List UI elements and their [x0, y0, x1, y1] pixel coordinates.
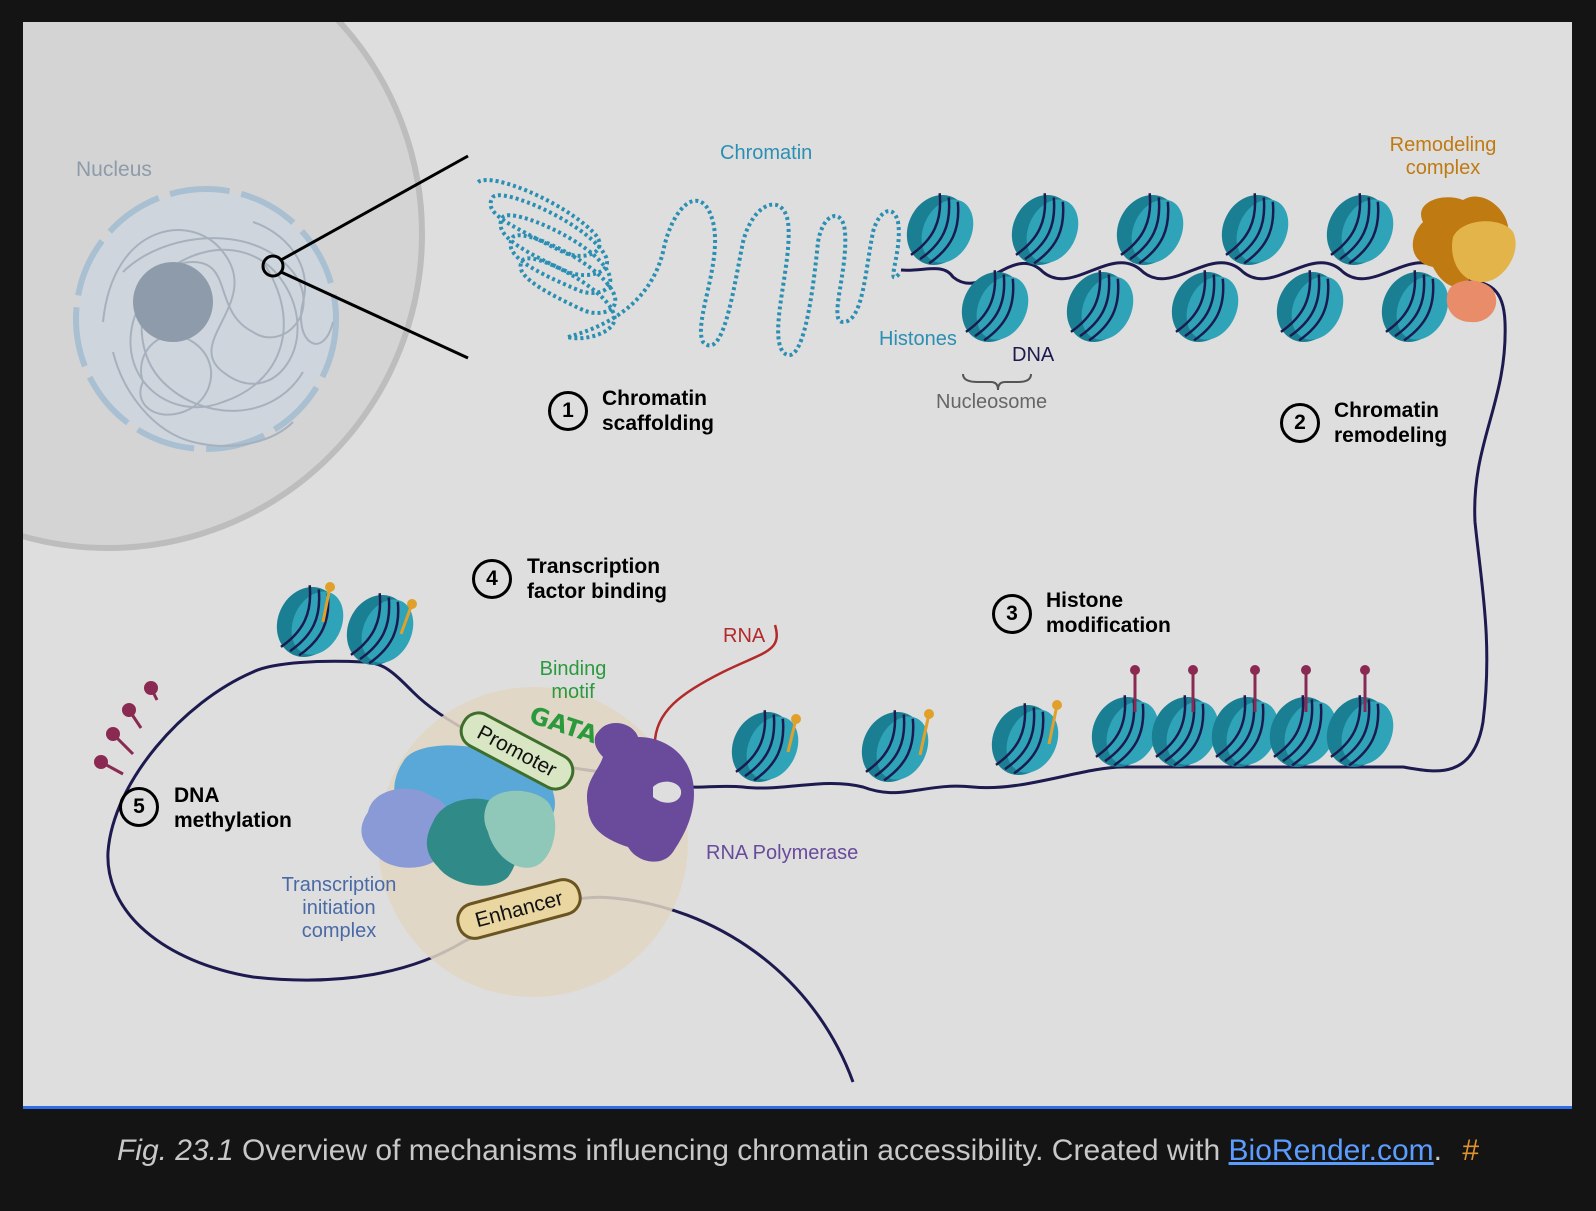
- histone-mark-head: [325, 582, 335, 592]
- chromatin-coil: [476, 178, 903, 357]
- histone-mark-head: [1130, 665, 1140, 675]
- chromatin-tangle: [102, 221, 334, 447]
- step-2-badge: 2: [1280, 403, 1320, 443]
- nucleosome: [906, 193, 974, 266]
- histone-mark-head: [122, 703, 136, 717]
- nucleosome: [961, 270, 1029, 343]
- nucleosome: [991, 703, 1059, 776]
- nucleosome: [346, 593, 414, 666]
- nucleosome: [1116, 193, 1184, 266]
- figure-canvas: GATA Nucleus Chromatin Remodeling comple…: [23, 22, 1572, 1109]
- label-rna: RNA: [723, 625, 766, 647]
- nucleosome: [276, 585, 344, 658]
- step-1-label: Chromatin scaffolding: [602, 387, 715, 435]
- nucleosome: [1276, 270, 1344, 343]
- figure-caption: Fig. 23.1 Overview of mechanisms influen…: [0, 1134, 1596, 1168]
- histone-marks-group: [94, 582, 1370, 776]
- nucleosome: [1171, 270, 1239, 343]
- histone-mark-stem: [399, 603, 414, 635]
- step-4-badge: 4: [472, 559, 512, 599]
- histone-mark-head: [94, 755, 108, 769]
- nuclear-envelope: [73, 186, 339, 452]
- label-dna: DNA: [1012, 344, 1055, 366]
- nucleosome: [1151, 695, 1219, 768]
- step-3-label: Histone modification: [1046, 589, 1171, 637]
- histone-mark-head: [1301, 665, 1311, 675]
- histone-mark-stem: [321, 586, 332, 623]
- cell: [23, 22, 469, 551]
- diagram-artwork: GATA: [23, 22, 1516, 1083]
- step-3-badge: 3: [992, 594, 1032, 634]
- step-5-badge: 5: [119, 787, 159, 827]
- histone-mark-stem: [786, 718, 798, 753]
- label-nucleosome: Nucleosome: [936, 391, 1048, 413]
- histone-mark-head: [144, 681, 158, 695]
- histone-mark-head: [407, 599, 417, 609]
- histone-mark-stem: [918, 713, 931, 756]
- zoom-line-bottom: [280, 270, 469, 360]
- histone-mark-head: [1250, 665, 1260, 675]
- zoom-origin: [261, 254, 285, 278]
- polymerase-cleft: [653, 781, 682, 803]
- step-4-label: Transcription factor binding: [527, 555, 667, 603]
- histone-mark-head: [924, 709, 934, 719]
- nucleosome: [1211, 695, 1279, 768]
- caption-text: Overview of mechanisms influencing chrom…: [242, 1134, 1221, 1167]
- histone-mark-head: [1188, 665, 1198, 675]
- label-chromatin: Chromatin: [720, 142, 813, 164]
- caption-period: .: [1433, 1134, 1442, 1167]
- histone-mark-head: [791, 714, 801, 724]
- step-2-label: Chromatin remodeling: [1334, 399, 1448, 447]
- dna-strand: [106, 261, 1507, 1083]
- label-rna-polymerase: RNA Polymerase: [706, 842, 859, 864]
- histone-mark-head: [1360, 665, 1370, 675]
- remodeling-complex-shape: [1412, 196, 1516, 323]
- nucleosome: [1269, 695, 1337, 768]
- initiation-complex-shape: [361, 745, 556, 886]
- histone-mark-head: [1052, 700, 1062, 710]
- nucleosome: [1221, 193, 1289, 266]
- step-1-badge: 1: [548, 391, 588, 431]
- zoom-line-top: [280, 154, 469, 262]
- histone-mark-stem: [1047, 704, 1059, 745]
- nucleosome: [731, 710, 799, 783]
- nucleosome: [1326, 193, 1394, 266]
- nucleosome: [1326, 695, 1394, 768]
- histone-mark-head: [106, 727, 120, 741]
- biorender-link[interactable]: BioRender.com: [1228, 1134, 1434, 1167]
- step-5-label: DNA methylation: [174, 784, 292, 832]
- nucleolus: [133, 262, 213, 342]
- nucleosome: [1381, 270, 1449, 343]
- nucleosome: [1091, 695, 1159, 768]
- permalink-anchor[interactable]: #: [1462, 1134, 1480, 1167]
- label-transcription-initiation-complex: Transcription initiation complex: [281, 874, 397, 942]
- nucleosome-group: [276, 193, 1449, 783]
- label-binding-motif: Binding motif: [539, 658, 607, 703]
- rna-strand: [653, 624, 778, 748]
- caption-fig-number: Fig. 23.1: [116, 1134, 234, 1167]
- label-nucleus: Nucleus: [76, 158, 152, 181]
- rna-polymerase-shape: [586, 722, 694, 862]
- label-histones: Histones: [879, 328, 957, 350]
- nucleosome: [861, 710, 929, 783]
- nucleosome-brace: [962, 373, 1032, 391]
- nucleosome: [1011, 193, 1079, 266]
- label-remodeling-complex: Remodeling complex: [1389, 134, 1497, 179]
- nucleosome: [1066, 270, 1134, 343]
